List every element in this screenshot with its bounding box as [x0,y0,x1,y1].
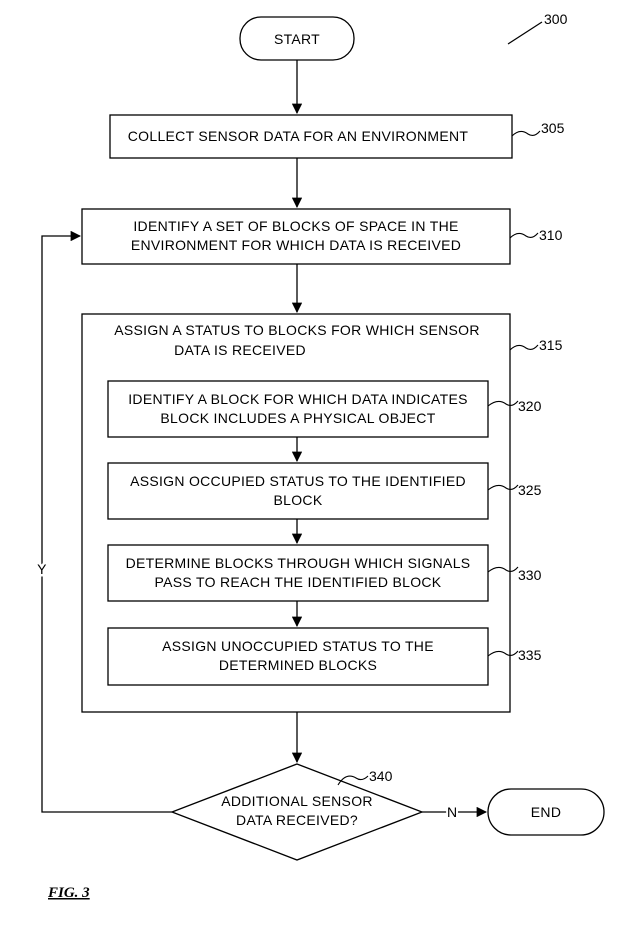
step-305-text: COLLECT SENSOR DATA FOR AN ENVIRONMENT [128,128,469,144]
decision-340-text-line1: ADDITIONAL SENSOR [221,793,373,809]
end-node: END [487,788,605,836]
step-325: ASSIGN OCCUPIED STATUS TO THE IDENTIFIED… [107,462,542,520]
step-310: IDENTIFY A SET OF BLOCKS OF SPACE IN THE… [81,208,563,265]
step-320-text-line2: BLOCK INCLUDES A PHYSICAL OBJECT [160,410,435,426]
decision-340: ADDITIONAL SENSOR DATA RECEIVED? 340 [170,763,424,861]
step-320: IDENTIFY A BLOCK FOR WHICH DATA INDICATE… [107,380,542,438]
step-310-text-line1: IDENTIFY A SET OF BLOCKS OF SPACE IN THE [133,218,458,234]
step-335-text-line2: DETERMINED BLOCKS [219,657,377,673]
figure-ref-300: 300 [507,11,568,45]
step-315-text-line2: DATA IS RECEIVED [174,342,306,358]
decision-340-ref: 340 [369,768,393,784]
step-315-text-line1: ASSIGN A STATUS TO BLOCKS FOR WHICH SENS… [114,322,480,338]
step-325-text-line1: ASSIGN OCCUPIED STATUS TO THE IDENTIFIED [130,473,466,489]
step-320-text-line1: IDENTIFY A BLOCK FOR WHICH DATA INDICATE… [128,391,468,407]
step-335-text-line1: ASSIGN UNOCCUPIED STATUS TO THE [162,638,434,654]
step-330-text-line1: DETERMINE BLOCKS THROUGH WHICH SIGNALS [126,555,471,571]
decision-340-text-line2: DATA RECEIVED? [236,812,358,828]
step-325-ref: 325 [518,482,542,498]
figure-label: FIG. 3 [47,885,90,901]
arrow-yes-loop [41,230,172,813]
step-330-text-line2: PASS TO REACH THE IDENTIFIED BLOCK [155,574,442,590]
step-315-ref: 315 [539,337,563,353]
step-305: COLLECT SENSOR DATA FOR AN ENVIRONMENT 3… [109,114,565,159]
end-label: END [531,804,561,820]
step-325-text-line2: BLOCK [274,492,323,508]
step-305-ref: 305 [541,120,565,136]
no-label: N [447,804,457,820]
step-330: DETERMINE BLOCKS THROUGH WHICH SIGNALS P… [107,544,542,602]
step-330-ref: 330 [518,567,542,583]
step-320-ref: 320 [518,398,542,414]
yes-label: Y [37,561,47,577]
figure-ref-label: 300 [544,11,568,27]
start-label: START [274,31,320,47]
step-335-ref: 335 [518,647,542,663]
start-node: START [239,16,355,61]
step-310-ref: 310 [539,227,563,243]
step-310-text-line2: ENVIRONMENT FOR WHICH DATA IS RECEIVED [131,237,461,253]
step-335: ASSIGN UNOCCUPIED STATUS TO THE DETERMIN… [107,627,542,686]
